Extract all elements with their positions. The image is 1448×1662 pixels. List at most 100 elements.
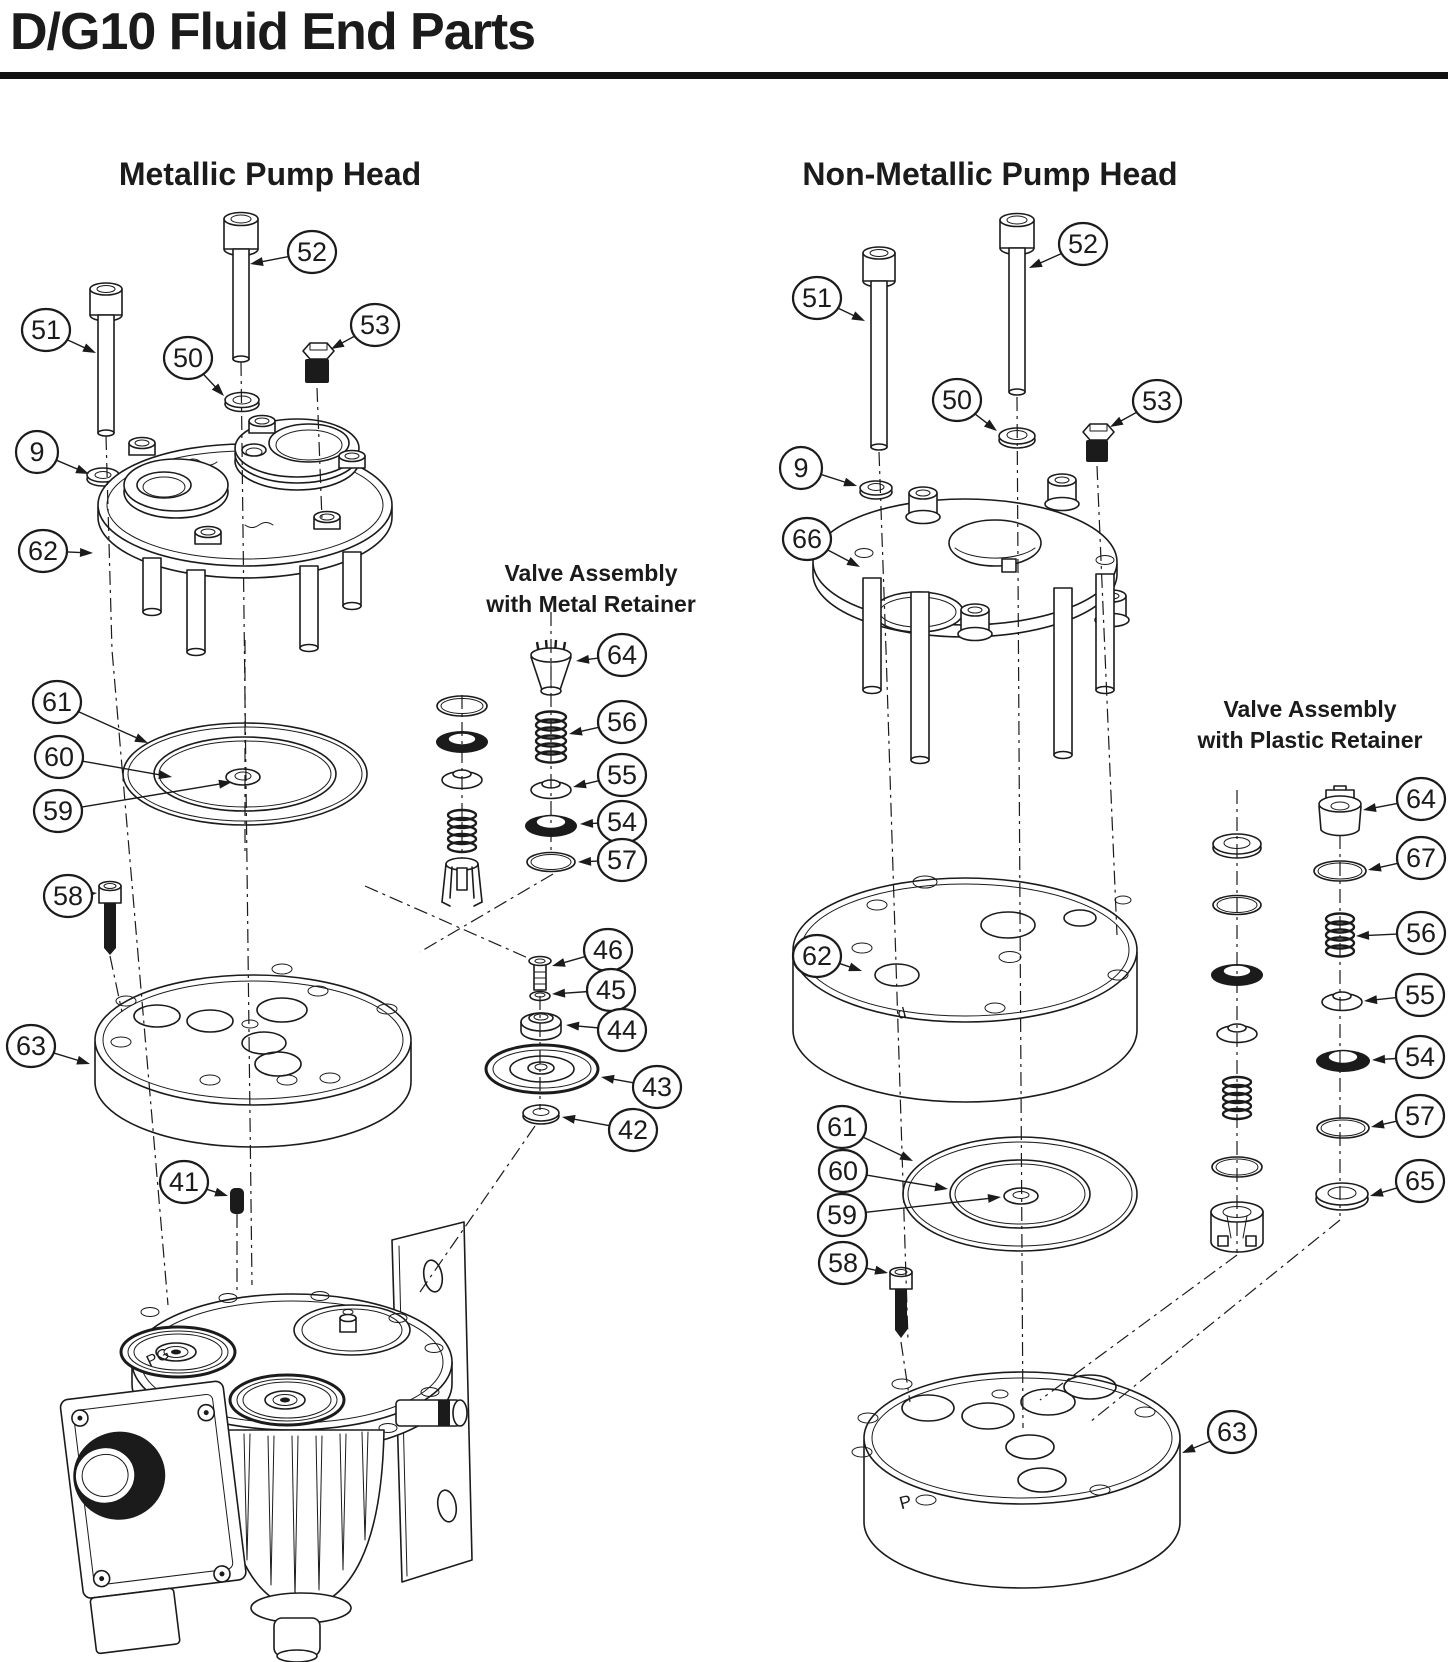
leader-arrowhead-icon xyxy=(1110,416,1124,427)
callout-bubble xyxy=(42,873,94,919)
callout-bubble xyxy=(1395,835,1447,881)
bottom-disc-63 xyxy=(851,1371,1181,1589)
flange-chamber-left xyxy=(119,1325,237,1379)
valve-assembly-metal-drawing xyxy=(436,639,577,907)
seat-54-right xyxy=(1316,1049,1370,1072)
callout-62-metallic: 62 xyxy=(17,528,93,574)
leader-line xyxy=(820,473,849,484)
leader-arrowhead-icon xyxy=(846,556,860,567)
pin-41 xyxy=(230,1188,244,1214)
leader-arrowhead-icon xyxy=(1371,1119,1385,1129)
callout-bubble xyxy=(1394,1158,1446,1204)
cover-studs xyxy=(142,551,362,657)
leader-line xyxy=(827,549,853,564)
valve-plastic-label-line1: Valve Assembly xyxy=(1223,696,1397,722)
valve-metal-label-line1: Valve Assembly xyxy=(504,560,678,586)
callout-number: 66 xyxy=(792,524,822,554)
callout-59-metallic: 59 xyxy=(32,779,232,834)
callout-number: 53 xyxy=(1142,386,1172,416)
o-ring-57 xyxy=(526,851,576,873)
callout-number: 67 xyxy=(1406,843,1436,873)
washer-9 xyxy=(86,467,120,487)
callout-bubble xyxy=(781,516,833,562)
callout-number: 43 xyxy=(642,1072,672,1102)
leader-line xyxy=(862,1136,906,1158)
callout-number: 50 xyxy=(942,385,972,415)
washer-9-right xyxy=(859,480,893,500)
callout-number: 57 xyxy=(1405,1101,1435,1131)
leader-arrowhead-icon xyxy=(1182,1443,1196,1453)
callout-9-metallic: 9 xyxy=(14,429,89,475)
leader-arrowhead-icon xyxy=(569,726,583,736)
callout-61-non_metallic: 61 xyxy=(816,1104,913,1161)
heading-metallic-pump-head: Metallic Pump Head xyxy=(118,156,422,192)
callout-number: 61 xyxy=(42,687,72,717)
leader-arrowhead-icon xyxy=(601,1074,615,1084)
valve-metal-label-line2: with Metal Retainer xyxy=(486,591,696,617)
leader-arrowhead-icon xyxy=(576,654,590,664)
motor-body xyxy=(219,1429,385,1662)
middle-disc-62 xyxy=(792,875,1138,1103)
callout-60-metallic: 60 xyxy=(33,734,172,780)
callout-58-metallic: 58 xyxy=(42,873,97,919)
callout-bubble xyxy=(1131,378,1183,424)
leader-arrowhead-icon xyxy=(573,779,587,789)
washer-50 xyxy=(224,391,260,413)
top-plate-66 xyxy=(812,473,1130,765)
callout-62-non_metallic: 62 xyxy=(791,933,862,979)
leader-line xyxy=(1371,802,1398,810)
leader-arrowhead-icon xyxy=(211,383,224,396)
leader-arrowhead-icon xyxy=(1363,803,1377,812)
callout-50-non_metallic: 50 xyxy=(931,377,997,431)
callout-bubble xyxy=(17,528,69,574)
callout-9-non_metallic: 9 xyxy=(778,445,857,491)
callout-bubble xyxy=(1394,1093,1446,1139)
metallic-pump-head-drawing xyxy=(59,211,600,1662)
leader-arrowhead-icon xyxy=(1370,1187,1384,1197)
callout-61-metallic: 61 xyxy=(31,679,148,743)
callout-bubble xyxy=(596,699,648,745)
callout-number: 62 xyxy=(802,941,832,971)
callout-number: 59 xyxy=(827,1200,857,1230)
leader-arrowhead-icon xyxy=(578,856,592,866)
callout-number: 57 xyxy=(607,845,637,875)
leader-arrowhead-icon xyxy=(843,477,857,487)
callout-number: 51 xyxy=(31,315,61,345)
o-ring-57-right xyxy=(1316,1117,1370,1139)
callout-number: 44 xyxy=(607,1015,637,1045)
leader-line xyxy=(560,990,588,995)
leader-line xyxy=(866,1174,940,1189)
callout-bubble xyxy=(791,275,843,321)
callout-number: 61 xyxy=(827,1112,857,1142)
callout-56-valve_plastic: 56 xyxy=(1356,910,1447,956)
callout-number: 51 xyxy=(802,283,832,313)
valve-assembly-plastic-drawing xyxy=(1210,785,1370,1253)
metal-retainer-assembled xyxy=(441,857,483,907)
screw-46 xyxy=(528,955,552,991)
leader-line xyxy=(258,255,289,263)
valve-metal-parts-column xyxy=(525,639,577,873)
leader-line xyxy=(78,710,141,740)
callout-bubble xyxy=(817,1148,869,1194)
callout-number: 54 xyxy=(607,807,637,837)
diaphragm-parts-column xyxy=(484,955,600,1125)
callout-bubble xyxy=(31,679,83,725)
callout-bubble xyxy=(1057,221,1109,267)
callout-bubble xyxy=(791,933,843,979)
callout-bubble xyxy=(1206,1409,1258,1455)
leader-arrowhead-icon xyxy=(562,1114,576,1124)
pump-head-cover-62 xyxy=(97,414,393,657)
callout-44-metallic: 44 xyxy=(566,1007,648,1053)
leader-arrowhead-icon xyxy=(75,464,89,474)
leader-line xyxy=(56,459,81,472)
gearbox xyxy=(59,1380,247,1655)
flange-chamber-open xyxy=(293,1304,411,1356)
leader-arrowhead-icon xyxy=(874,1265,888,1275)
callout-54-valve_plastic: 54 xyxy=(1372,1034,1446,1080)
leader-line xyxy=(570,1117,610,1127)
callout-46-metallic: 46 xyxy=(552,927,634,973)
callout-number: 62 xyxy=(28,536,58,566)
callout-number: 42 xyxy=(618,1115,648,1145)
